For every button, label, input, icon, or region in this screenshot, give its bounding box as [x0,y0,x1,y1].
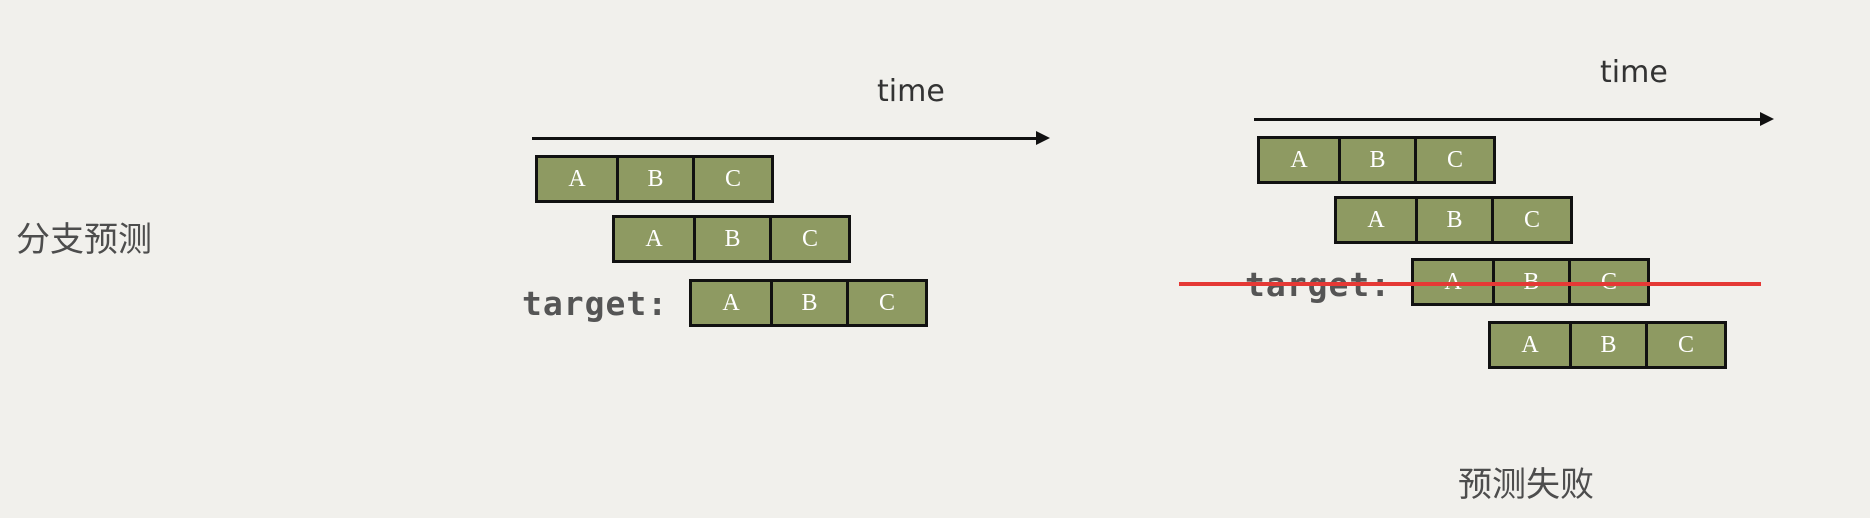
stage-b: B [616,155,695,203]
failure-label: 预测失败 [1458,465,1594,505]
right-pipeline-row-1: A B C [1257,136,1496,184]
left-time-arrow [532,131,1050,145]
stage-c: C [692,155,774,203]
right-pipeline-row-2: A B C [1334,196,1573,244]
right-pipeline-diagram: time A B C A B C target: A B C A B C 预测失… [1170,0,1870,518]
stage-a: A [1334,196,1418,244]
right-pipeline-row-4: A B C [1488,321,1727,369]
stage-c: C [1645,321,1727,369]
right-time-arrow [1254,112,1774,126]
left-time-label: time [877,74,945,109]
stage-b: B [1569,321,1648,369]
arrow-head-icon [1036,131,1050,145]
left-pipeline-row-1: A B C [535,155,774,203]
stage-b: B [770,279,849,327]
stage-b: B [1415,196,1494,244]
stage-b: B [693,215,772,263]
arrow-head-icon [1760,112,1774,126]
side-label: 分支预测 [16,220,152,260]
stage-b: B [1338,136,1417,184]
stage-a: A [1488,321,1572,369]
right-time-label: time [1600,55,1668,90]
left-pipeline-row-2: A B C [612,215,851,263]
stage-a: A [689,279,773,327]
stage-c: C [846,279,928,327]
left-pipeline-row-target: A B C [689,279,928,327]
stage-c: C [1491,196,1573,244]
left-target-label: target: [522,284,669,323]
stage-c: C [769,215,851,263]
stage-c: C [1414,136,1496,184]
left-pipeline-diagram: time A B C A B C target: A B C [522,0,1052,340]
stage-a: A [535,155,619,203]
misprediction-strike-line [1179,282,1761,286]
stage-a: A [612,215,696,263]
stage-a: A [1257,136,1341,184]
